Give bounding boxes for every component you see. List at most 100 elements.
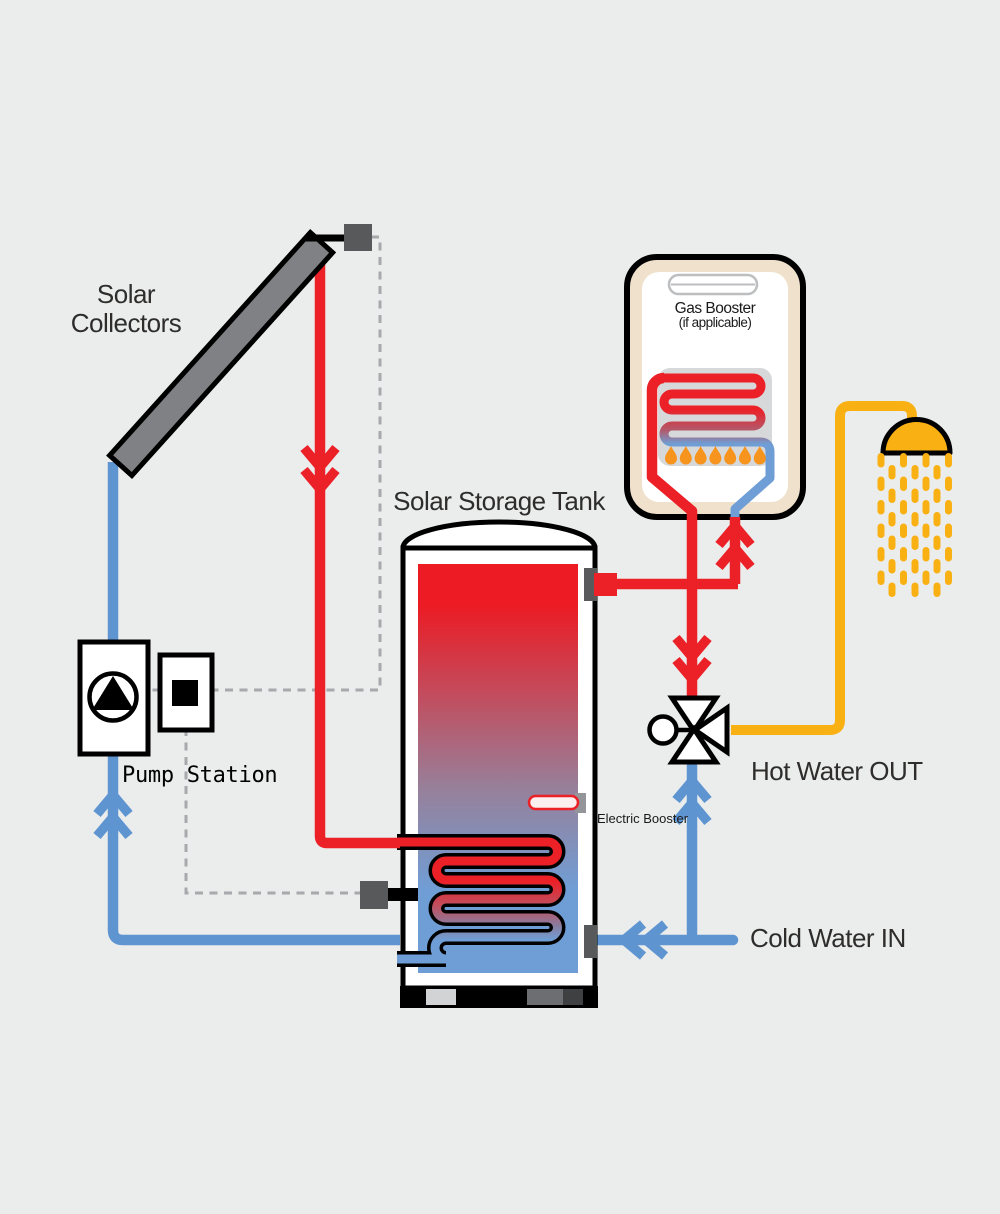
gas-booster-unit — [624, 254, 806, 520]
water-drop-icon — [888, 559, 896, 574]
flow-arrow-icon — [93, 787, 133, 818]
gas-booster-label: Gas Booster (if applicable) — [640, 300, 790, 330]
tank-outlet-fitting — [594, 573, 617, 596]
electric-booster-socket — [575, 793, 586, 813]
water-drop-icon — [945, 570, 952, 585]
flow-arrow-icon — [715, 518, 755, 549]
gas-booster-coil — [659, 373, 775, 519]
water-drop-icon — [911, 535, 919, 550]
tank-dome — [400, 519, 598, 551]
water-drop-icon — [911, 582, 919, 597]
tank-sensor-stub — [386, 888, 418, 901]
hot-water-out-label: Hot Water OUT — [751, 756, 923, 786]
flow-arrow-icon — [715, 540, 755, 571]
pump-station — [77, 639, 215, 757]
water-drop-icon — [933, 512, 941, 527]
water-drop-icon — [877, 476, 885, 491]
water-drop-icon — [900, 523, 907, 538]
tank-hot-outlet-port — [584, 568, 597, 601]
water-drop-icon — [900, 500, 907, 515]
tank-sensor-wire — [184, 728, 362, 895]
valve-right-triangle — [690, 703, 730, 757]
water-drop-icon — [900, 570, 907, 585]
booster-outlet-pipe — [646, 372, 698, 697]
electric-booster-label: Electric Booster — [597, 811, 689, 826]
water-drop-icon — [900, 476, 907, 491]
flame-icon — [753, 446, 766, 465]
water-drop-icon — [911, 465, 919, 480]
water-drop-icon — [877, 453, 885, 468]
flame-icon — [694, 446, 707, 465]
shower-drops — [877, 453, 952, 597]
tank-heating-coil — [397, 837, 562, 964]
solar-storage-tank — [360, 519, 598, 1008]
solar-collectors-label: Solar Collectors — [70, 279, 182, 338]
water-drop-icon — [888, 465, 896, 480]
water-drop-icon — [922, 547, 930, 562]
water-drop-icon — [911, 488, 919, 503]
water-drop-icon — [877, 500, 885, 515]
collector-return-pipe — [107, 462, 400, 946]
gas-booster-flames — [665, 446, 766, 465]
water-drop-icon — [888, 488, 896, 503]
water-drop-icon — [922, 523, 930, 538]
water-drop-icon — [888, 512, 896, 527]
water-drop-icon — [922, 500, 930, 515]
water-drop-icon — [945, 453, 952, 468]
flow-arrow-icon — [672, 773, 712, 804]
pump-station-label: Pump Station — [122, 763, 278, 788]
flame-icon — [739, 446, 751, 465]
shower-head-icon — [880, 417, 953, 456]
cold-water-pipes — [107, 462, 739, 946]
water-drop-icon — [877, 547, 885, 562]
valve-bottom-triangle — [667, 724, 721, 765]
solar-collector-panel — [106, 224, 372, 480]
electric-booster-element — [527, 794, 580, 811]
cold-water-in-label: Cold Water IN — [750, 923, 906, 953]
tank-base-foot-right — [527, 989, 563, 1005]
water-drop-icon — [933, 559, 941, 574]
water-drop-icon — [945, 476, 952, 491]
gas-booster-subtitle: (if applicable) — [678, 315, 752, 330]
water-drop-icon — [922, 453, 930, 468]
flow-arrow-icon — [300, 444, 340, 475]
hot-water-out-pipe — [731, 401, 917, 735]
pump-triangle-icon — [92, 676, 134, 710]
flame-icon — [724, 446, 737, 465]
tank-temp-sensor-icon — [360, 881, 388, 909]
water-drop-icon — [933, 488, 941, 503]
water-drop-icon — [877, 523, 885, 538]
controller-box — [157, 652, 215, 733]
tank-base-foot-right-dark — [563, 989, 583, 1005]
flow-arrow-icon — [672, 634, 712, 665]
flow-arrow-icon — [672, 656, 712, 687]
water-drop-icon — [945, 547, 952, 562]
solar-storage-tank-label: Solar Storage Tank — [393, 486, 605, 516]
water-drop-icon — [933, 535, 941, 550]
water-drop-icon — [900, 547, 907, 562]
water-drop-icon — [877, 570, 885, 585]
collector-supply-pipe — [314, 248, 400, 849]
collector-temp-sensor-icon — [344, 224, 372, 251]
tank-base-foot-left — [426, 989, 456, 1005]
water-drop-icon — [888, 582, 896, 597]
water-drop-icon — [911, 512, 919, 527]
flow-arrows — [93, 444, 755, 960]
collector-sensor-wire — [140, 235, 382, 692]
water-drop-icon — [933, 582, 941, 597]
water-drop-icon — [922, 570, 930, 585]
valve-top-triangle — [667, 695, 721, 736]
water-drop-icon — [933, 465, 941, 480]
flame-icon — [665, 446, 677, 465]
water-drop-icon — [945, 523, 952, 538]
water-drop-icon — [945, 500, 952, 515]
control-wiring — [140, 235, 382, 895]
water-drop-icon — [911, 559, 919, 574]
flow-arrow-icon — [672, 795, 712, 826]
flame-icon — [709, 446, 722, 465]
tempering-valve-icon — [647, 695, 730, 765]
flow-arrow-icon — [638, 920, 669, 960]
gas-booster-title: Gas Booster — [674, 300, 756, 317]
flow-arrow-icon — [300, 466, 340, 497]
